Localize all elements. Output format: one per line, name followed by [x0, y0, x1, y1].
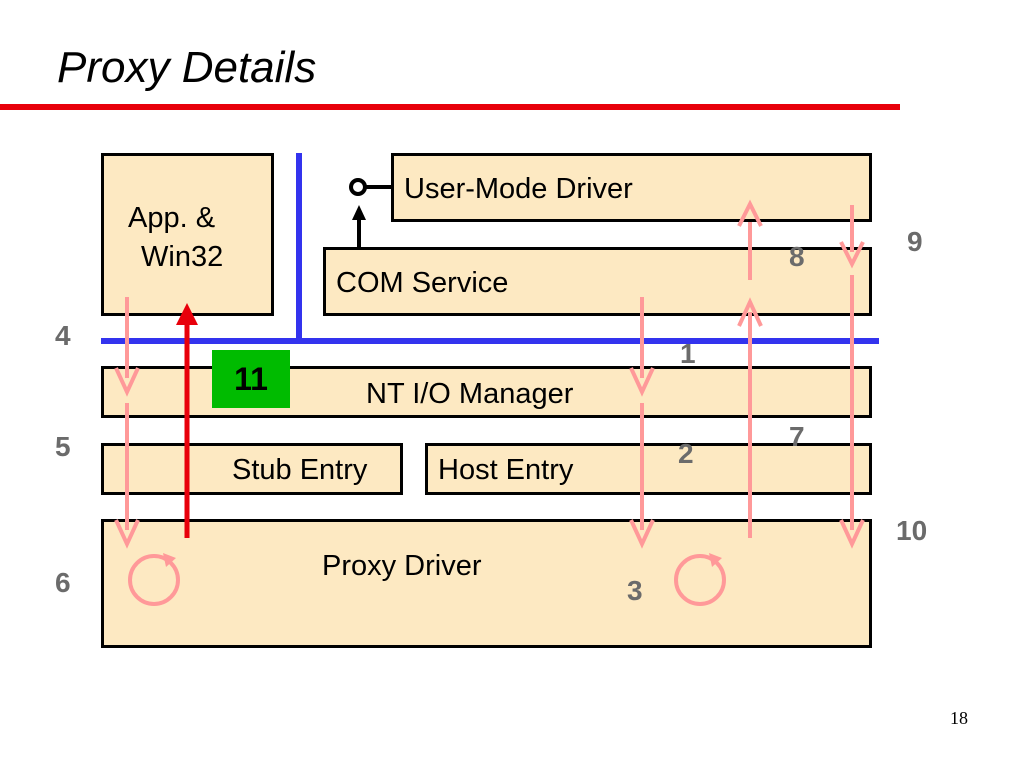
proxy-driver-label: Proxy Driver: [322, 550, 482, 582]
proxy-driver-box: [101, 519, 872, 648]
com-service-label: COM Service: [336, 267, 509, 299]
host-entry-box: [425, 443, 872, 495]
arrow-com-down: [629, 297, 655, 549]
arrow-app-down: [114, 297, 140, 549]
step-3: 3: [627, 575, 643, 606]
arrow-umd-down: [839, 205, 865, 549]
com-service-box: [323, 247, 872, 316]
step-5: 5: [55, 431, 71, 462]
connector-socket: [349, 178, 367, 196]
app-label-line2: Win32: [141, 241, 224, 273]
step-1: 1: [680, 338, 696, 369]
app-label-line1: App. &: [128, 202, 216, 234]
step-7: 7: [789, 421, 805, 452]
page-number: 18: [950, 708, 968, 728]
user-mode-driver-label: User-Mode Driver: [404, 173, 633, 205]
arrow-up-to-umd: [737, 199, 763, 538]
step-8: 8: [789, 241, 805, 272]
title-rule: [0, 104, 900, 110]
arrow-return-up: [176, 303, 198, 538]
nt-io-manager-label: NT I/O Manager: [366, 378, 574, 410]
step-2: 2: [678, 438, 694, 469]
slide-title: Proxy Details: [57, 43, 317, 92]
wait-loop-left-icon: [128, 553, 180, 606]
host-entry-label: Host Entry: [438, 454, 574, 486]
step-11-badge: 11: [212, 350, 290, 408]
step-10: 10: [896, 515, 928, 546]
app-win32-box: [101, 153, 274, 316]
wait-loop-right-icon: [674, 553, 726, 606]
stub-entry-box: [101, 443, 403, 495]
user-mode-driver-box: [391, 153, 872, 222]
step-6: 6: [55, 567, 71, 598]
step-9: 9: [907, 226, 923, 257]
connector-arrowhead: [352, 205, 366, 220]
step-4: 4: [55, 320, 71, 351]
stub-entry-label: Stub Entry: [232, 454, 368, 486]
